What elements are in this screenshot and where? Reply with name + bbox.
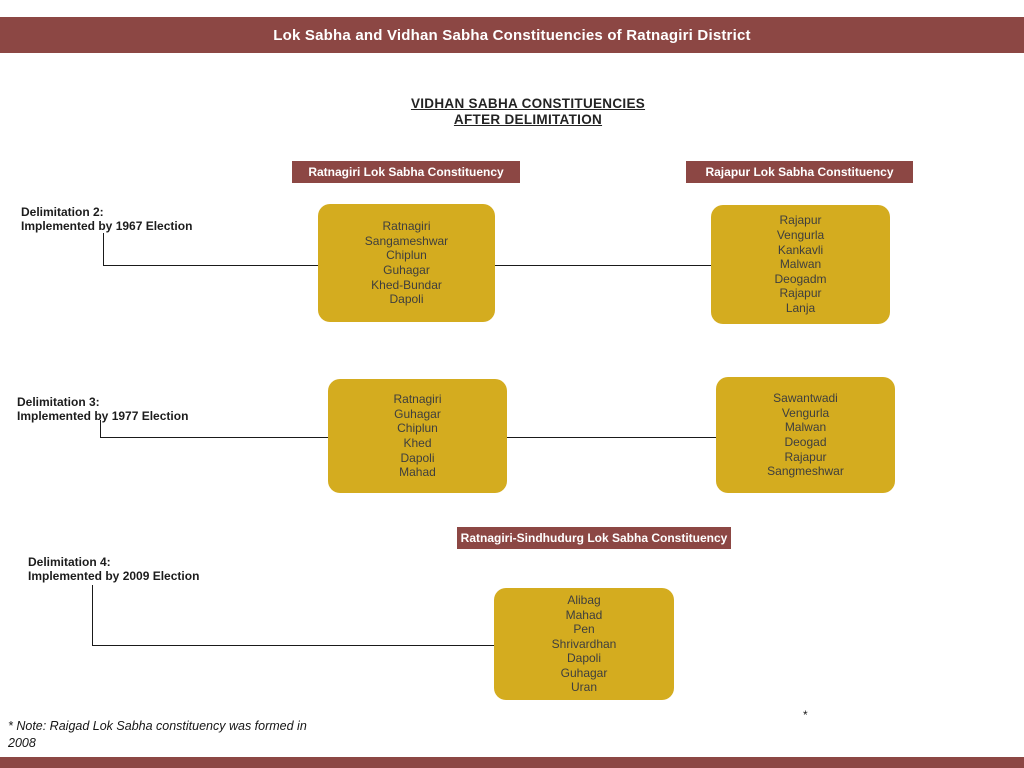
constituency-box-1967-rajapur: Rajapur Vengurla Kankavli Malwan Deogadm… xyxy=(711,205,890,324)
constituency-name: Rajapur xyxy=(779,213,822,228)
constituency-name: Sangameshwar xyxy=(364,233,449,248)
constituency-name: Malwan xyxy=(779,257,822,272)
constituency-name: Shrivardhan xyxy=(551,636,617,651)
constituency-name: Guhagar xyxy=(560,665,608,680)
constituency-name: Rajapur xyxy=(784,449,827,464)
section-heading-line1: VIDHAN SABHA CONSTITUENCIES xyxy=(410,96,646,111)
constituency-name: Kankavli xyxy=(777,242,824,257)
delimitation-2-line1: Delimitation 2: xyxy=(21,205,104,219)
constituency-name: Deogad xyxy=(784,435,827,449)
constituency-name: Sangmeshwar xyxy=(767,464,844,479)
page-title: Lok Sabha and Vidhan Sabha Constituencie… xyxy=(273,26,751,44)
constituency-name: Alibag xyxy=(567,592,601,607)
asterisk-marker: * xyxy=(803,708,808,722)
section-heading: VIDHAN SABHA CONSTITUENCIES AFTER DELIMI… xyxy=(348,96,708,127)
constituency-box-1977-rajapur: Sawantwadi Vengurla Malwan Deogad Rajapu… xyxy=(716,377,895,493)
constituency-name: Malwan xyxy=(784,420,827,435)
constituency-name: Uran xyxy=(570,680,597,695)
connector-row1-vertical xyxy=(103,233,104,266)
constituency-name: Ratnagiri xyxy=(393,392,442,407)
delimitation-3-line1: Delimitation 3: xyxy=(17,395,100,409)
constituency-box-1977-ratnagiri: Ratnagiri Guhagar Chiplun Khed Dapoli Ma… xyxy=(328,379,507,493)
connector-row3-horizontal xyxy=(92,645,495,646)
label-ratnagiri-sindhudurg-lok-sabha: Ratnagiri-Sindhudurg Lok Sabha Constitue… xyxy=(457,527,731,549)
constituency-name: Guhagar xyxy=(394,406,441,421)
label-ratnagiri-lok-sabha: Ratnagiri Lok Sabha Constituency xyxy=(292,161,520,183)
footer-bar xyxy=(0,757,1024,768)
delimitation-4-line1: Delimitation 4: xyxy=(28,555,111,569)
constituency-box-2009-ratnagiri-sindhudurg: Alibag Mahad Pen Shrivardhan Dapoli Guha… xyxy=(494,588,674,700)
constituency-name: Chiplun xyxy=(386,248,427,263)
constituency-name: Guhagar xyxy=(383,263,430,277)
delimitation-2-label: Delimitation 2: Implemented by 1967 Elec… xyxy=(21,205,192,233)
delimitation-4-label: Delimitation 4: Implemented by 2009 Elec… xyxy=(28,555,199,583)
footnote-line1: * Note: Raigad Lok Sabha constituency wa… xyxy=(8,719,307,733)
footnote-line2: 2008 xyxy=(8,736,36,750)
constituency-box-1967-ratnagiri: Ratnagiri Sangameshwar Chiplun Guhagar K… xyxy=(318,204,495,322)
constituency-name: Mahad xyxy=(565,607,603,622)
label-rajapur-lok-sabha: Rajapur Lok Sabha Constituency xyxy=(686,161,913,183)
connector-row3-vertical xyxy=(92,585,93,646)
constituency-name: Dapoli xyxy=(400,450,435,465)
constituency-name: Khed-Bundar xyxy=(371,277,442,292)
constituency-name: Mahad xyxy=(399,465,436,480)
delimitation-4-line2: Implemented by 2009 Election xyxy=(28,569,200,583)
constituency-name: Vengurla xyxy=(776,228,825,243)
connector-row2-vertical xyxy=(100,420,101,438)
header-bar: Lok Sabha and Vidhan Sabha Constituencie… xyxy=(0,17,1024,53)
constituency-name: Lanja xyxy=(785,300,816,315)
delimitation-3-line2: Implemented by 1977 Election xyxy=(17,409,189,423)
constituency-name: Deogadm xyxy=(774,271,827,286)
constituency-name: Khed xyxy=(403,436,432,450)
constituency-name: Ratnagiri xyxy=(382,219,431,234)
constituency-name: Chiplun xyxy=(397,421,438,436)
constituency-name: Dapoli xyxy=(389,292,424,307)
section-heading-line2: AFTER DELIMITATION xyxy=(453,111,603,127)
constituency-name: Dapoli xyxy=(566,651,602,666)
constituency-name: Rajapur xyxy=(779,286,822,301)
constituency-name: Sawantwadi xyxy=(773,391,838,406)
footnote: * Note: Raigad Lok Sabha constituency wa… xyxy=(8,718,328,752)
constituency-name: Vengurla xyxy=(781,405,830,420)
delimitation-3-label: Delimitation 3: Implemented by 1977 Elec… xyxy=(17,395,188,423)
constituency-name: Pen xyxy=(573,622,595,637)
delimitation-2-line2: Implemented by 1967 Election xyxy=(21,219,193,233)
